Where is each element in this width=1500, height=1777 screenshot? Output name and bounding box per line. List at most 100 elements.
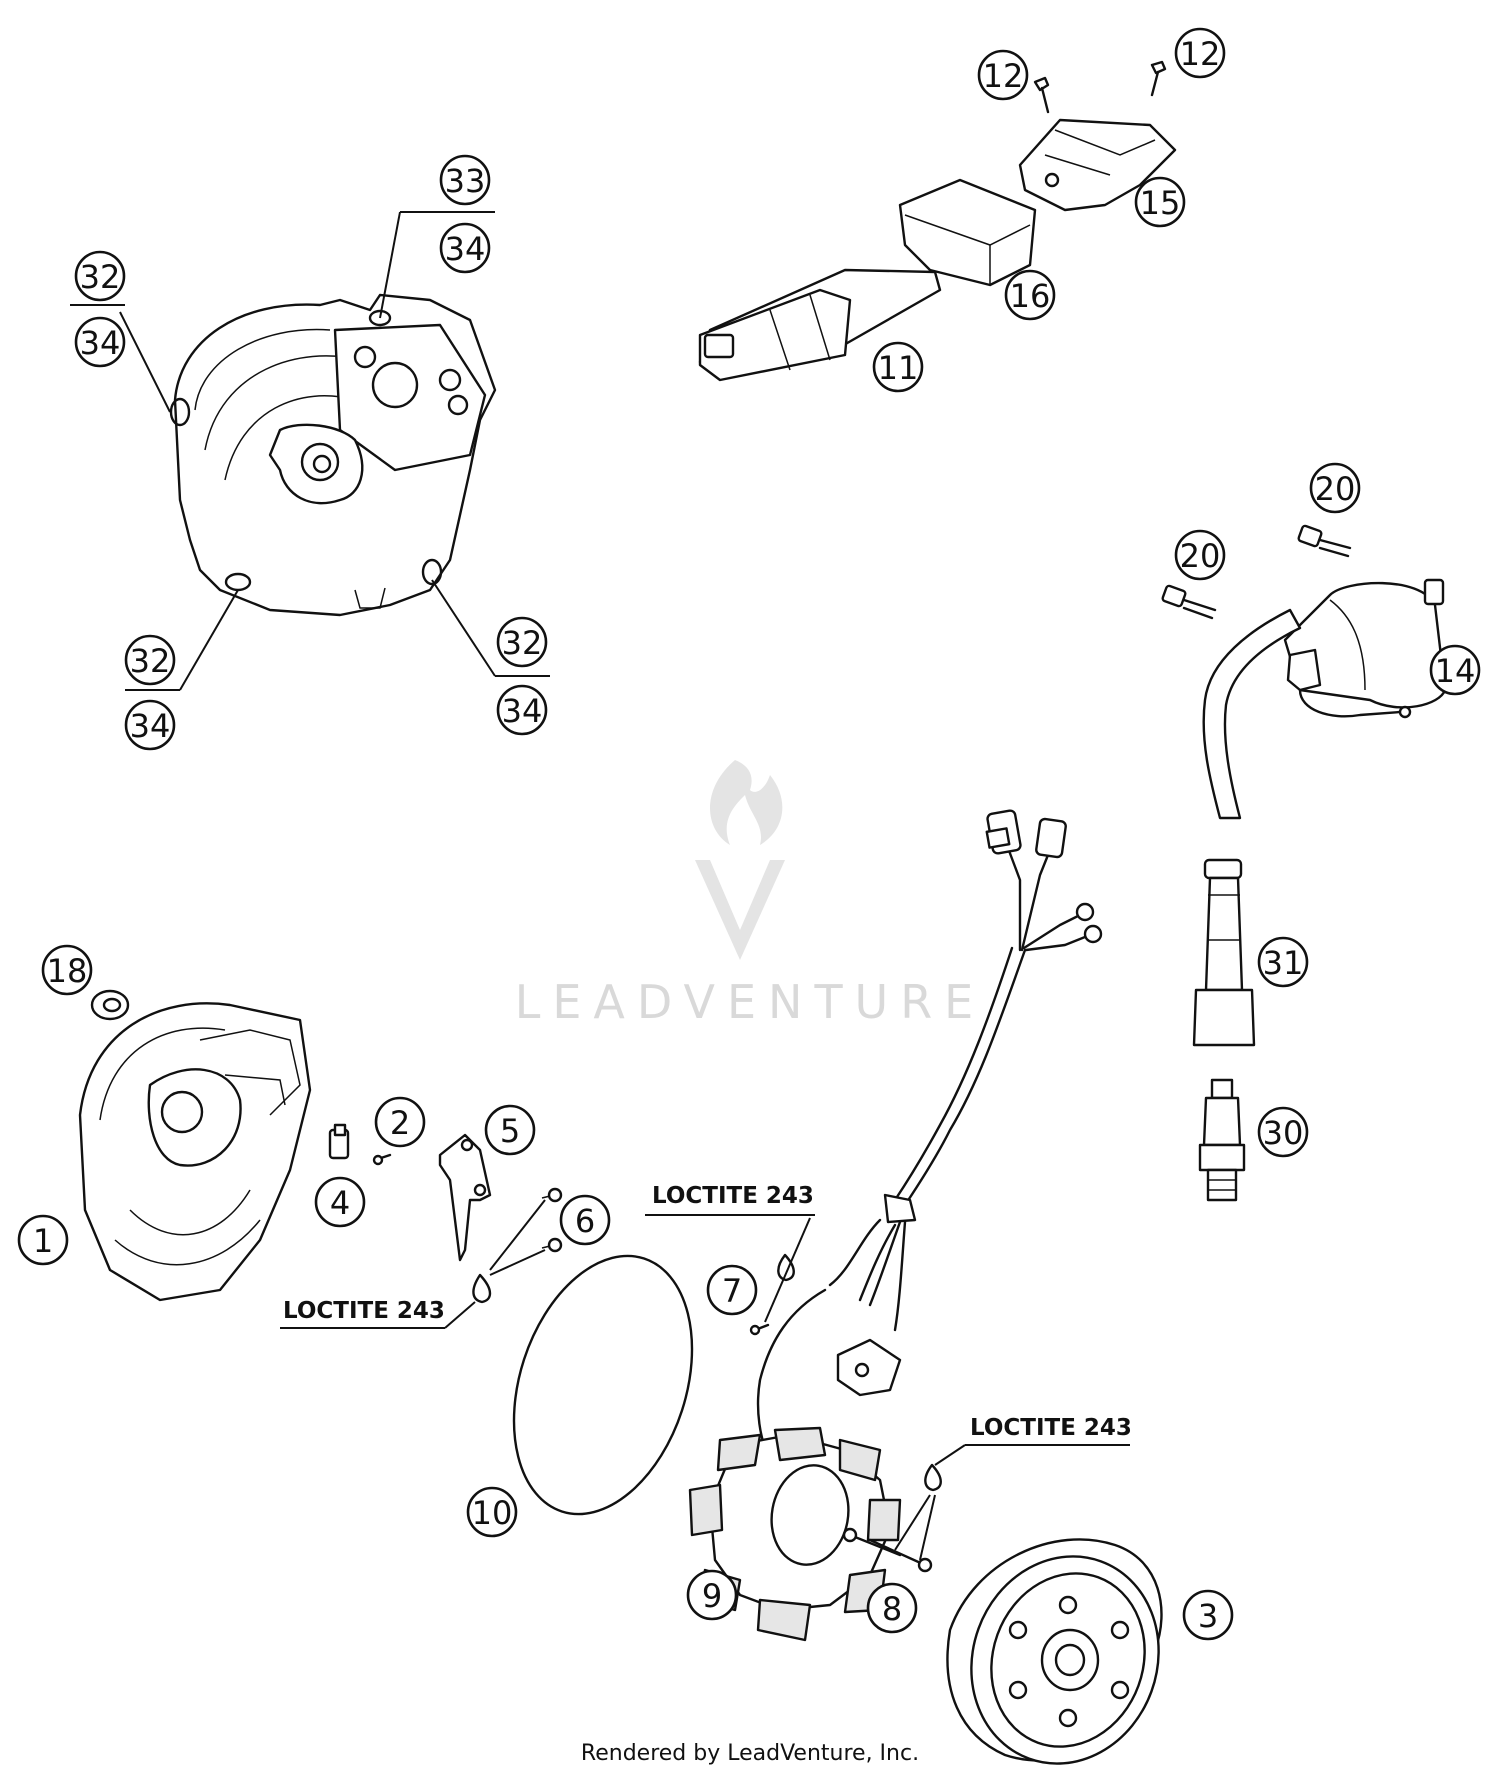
loctite-note: LOCTITE 243	[934, 1415, 1132, 1466]
callout-34: 34	[74, 316, 126, 368]
loctite-note: LOCTITE 243	[280, 1298, 476, 1329]
svg-text:32: 32	[130, 642, 171, 680]
leader-line	[179, 589, 239, 691]
svg-text:12: 12	[983, 57, 1024, 95]
spark-plug	[1198, 1078, 1246, 1202]
svg-text:14: 14	[1435, 652, 1476, 690]
svg-text:8: 8	[882, 1590, 902, 1628]
svg-text:7: 7	[722, 1272, 742, 1310]
svg-text:1: 1	[33, 1222, 53, 1260]
stator-bolt	[842, 1527, 933, 1573]
callout-8: 8	[866, 1582, 918, 1634]
spark-plug-cap	[1192, 858, 1256, 1047]
coil-bolt	[1161, 584, 1217, 620]
callout-20: 20	[1174, 529, 1226, 581]
ignition-cover	[169, 293, 497, 617]
leader-line	[764, 1217, 811, 1323]
svg-text:12: 12	[1180, 35, 1221, 73]
callout-15: 15	[1134, 176, 1186, 228]
stator-screw	[749, 1323, 770, 1336]
loctite-note-label: LOCTITE 243	[652, 1183, 814, 1209]
leader-line	[894, 1494, 931, 1551]
cover-nut	[90, 989, 130, 1021]
pickup-small-part	[328, 1123, 350, 1160]
callout-14: 14	[1429, 644, 1481, 696]
callout-2: 2	[374, 1096, 426, 1148]
svg-text:30: 30	[1263, 1114, 1304, 1152]
flywheel-rotor	[946, 1538, 1163, 1765]
bracket-screw	[1150, 60, 1167, 97]
callout-5: 5	[484, 1104, 536, 1156]
svg-text:34: 34	[130, 707, 171, 745]
svg-text:20: 20	[1180, 537, 1221, 575]
callout-18: 18	[41, 944, 93, 996]
o-ring	[512, 1254, 694, 1516]
callout-11: 11	[872, 341, 924, 393]
leader-line	[919, 1494, 936, 1561]
callout-32: 32	[496, 616, 548, 668]
leader-line	[379, 211, 401, 319]
watermark: LEADVENTURE	[515, 760, 973, 1029]
cdi-unit	[698, 268, 942, 382]
callout-30: 30	[1257, 1106, 1309, 1158]
stator	[688, 1426, 902, 1642]
stator-wiring-harness	[756, 809, 1103, 1462]
coil-bolt	[1297, 524, 1352, 558]
leader-line	[489, 1199, 546, 1271]
callout-34: 34	[439, 222, 491, 274]
loctite-note-label: LOCTITE 243	[970, 1415, 1132, 1441]
bracket-screw	[541, 1187, 563, 1253]
leader-line	[119, 311, 171, 413]
callout-16: 16	[1004, 269, 1056, 321]
leader-line	[489, 1249, 546, 1276]
svg-text:4: 4	[330, 1184, 350, 1222]
svg-text:32: 32	[502, 624, 543, 662]
svg-text:34: 34	[445, 230, 486, 268]
svg-text:34: 34	[502, 692, 543, 730]
svg-text:3: 3	[1198, 1597, 1218, 1635]
callout-32: 32	[74, 250, 126, 302]
callout-9: 9	[686, 1569, 738, 1621]
svg-text:6: 6	[575, 1202, 595, 1240]
svg-text:33: 33	[445, 162, 486, 200]
loctite-drop	[777, 1253, 795, 1282]
svg-text:16: 16	[1010, 277, 1051, 315]
cdi-rubber-cover	[898, 178, 1037, 287]
svg-text:11: 11	[878, 349, 919, 387]
svg-text:2: 2	[390, 1104, 410, 1142]
svg-text:5: 5	[500, 1112, 520, 1150]
svg-text:32: 32	[80, 258, 121, 296]
loctite-drop	[924, 1463, 942, 1492]
callout-33: 33	[439, 154, 491, 206]
svg-text:9: 9	[702, 1577, 722, 1615]
callout-34: 34	[496, 684, 548, 736]
pickup-bracket	[438, 1133, 492, 1262]
watermark-flame-icon	[695, 760, 785, 960]
loctite-note: LOCTITE 243	[645, 1183, 815, 1216]
loctite-drop	[472, 1273, 492, 1304]
loctite-note-label: LOCTITE 243	[283, 1298, 445, 1324]
callout-20: 20	[1309, 462, 1361, 514]
callout-6: 6	[559, 1194, 611, 1246]
bracket-screw	[1033, 76, 1050, 114]
ignition-coil	[1202, 578, 1447, 820]
callout-3: 3	[1182, 1589, 1234, 1641]
callout-32: 32	[124, 634, 176, 686]
svg-text:15: 15	[1140, 184, 1181, 222]
callout-31: 31	[1257, 936, 1309, 988]
svg-text:31: 31	[1263, 944, 1304, 982]
callout-1: 1	[17, 1214, 69, 1266]
generator-cover	[78, 1002, 312, 1302]
leader-line	[431, 579, 496, 677]
callout-10: 10	[466, 1486, 518, 1538]
footer-credit: Rendered by LeadVenture, Inc.	[581, 1741, 919, 1766]
svg-text:18: 18	[47, 952, 88, 990]
callout-12: 12	[1174, 27, 1226, 79]
pickup-screw	[372, 1153, 392, 1166]
cdi-bracket	[1018, 118, 1177, 212]
callout-12: 12	[977, 49, 1029, 101]
callout-7: 7	[706, 1264, 758, 1316]
svg-text:10: 10	[472, 1494, 513, 1532]
svg-text:20: 20	[1315, 470, 1356, 508]
